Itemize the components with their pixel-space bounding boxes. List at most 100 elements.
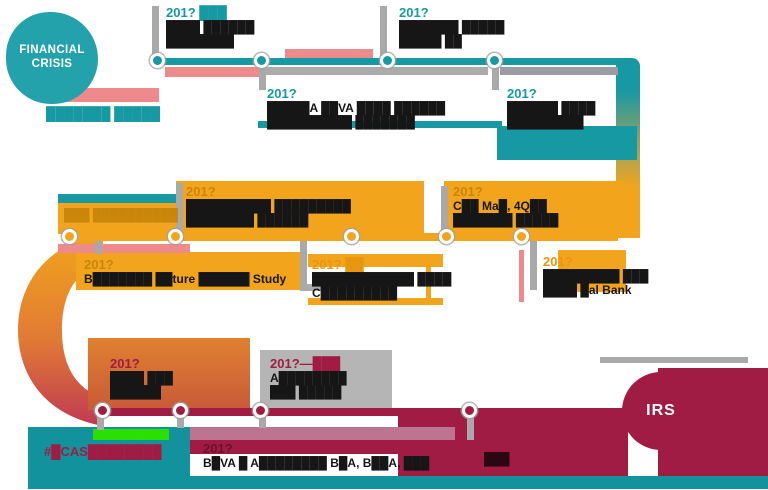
event-block: ███ [484, 452, 510, 466]
event-year: 201? [543, 254, 573, 269]
connector [259, 64, 266, 90]
event-year: 201? [507, 86, 537, 101]
event-title: ██████████ ███████ [267, 115, 415, 129]
event-title: ████ ███ [110, 371, 173, 385]
event-block: 201?—███ A████████ ███ █████ [270, 356, 347, 399]
event-title: █████████ [507, 115, 584, 129]
event-block: 201? ██████████ █████████ ████████ █████… [186, 184, 351, 227]
connector [600, 357, 748, 363]
event-title: ████████ [166, 34, 235, 48]
connector [467, 414, 474, 440]
timeline-dot [150, 53, 165, 68]
timeline-dot [487, 53, 502, 68]
financial-crisis-circle: FINANCIAL CRISIS [6, 12, 98, 104]
mauve-accent-bar [190, 427, 455, 440]
event-year: 201? [267, 86, 297, 101]
irs-circle: IRS [622, 372, 700, 450]
timeline-dot [254, 53, 269, 68]
event-title: ███████ █████ [399, 20, 505, 34]
maroon-accent-bar [190, 440, 455, 454]
event-block: 201? █████████ ███ ████ █al Bank [543, 254, 648, 297]
connector [152, 6, 159, 59]
timeline-dot [173, 403, 188, 418]
event-block: 201? ████ ███ ██████ [110, 356, 173, 399]
timeline-dot [62, 229, 77, 244]
timeline-dot [439, 229, 454, 244]
event-year: 201? [453, 184, 483, 199]
gold-accent-bar [426, 262, 431, 302]
pink-accent-bar [58, 244, 190, 253]
event-title: ████ ██████ [166, 20, 255, 34]
timeline-dot [95, 403, 110, 418]
event-year: 201? [84, 257, 114, 272]
connector [176, 183, 183, 233]
gold-block [176, 181, 424, 233]
pink-accent-bar [64, 88, 159, 102]
event-title: █████ ██ [399, 34, 462, 48]
event-title: █████████ ███ [543, 269, 649, 283]
teal-underline-bar [258, 121, 502, 128]
event-block: 201? ███████ █████ █████ ██ [399, 5, 504, 48]
teal-strip-bottom [28, 476, 768, 489]
connector [259, 414, 266, 428]
event-block: 201? B█VA █ A████████ B█A, B██A, ███ [203, 441, 429, 470]
event-year: 201? [186, 184, 216, 199]
caption-under-circle: ███████ █████ [46, 106, 161, 121]
event-year: 201? [110, 356, 140, 371]
connector [492, 64, 499, 90]
timeline-dot [168, 229, 183, 244]
event-year: 201? ███ [166, 5, 227, 20]
gradient-ribbon-left [18, 234, 103, 426]
event-title: █████A ██VA ████ ██████ [267, 101, 446, 115]
event-block: 201? ███ ████ ██████ ████████ [166, 5, 254, 48]
event-year: 201? ██ [312, 257, 364, 272]
irs-label: IRS [646, 402, 676, 419]
teal-accent-bar [58, 194, 190, 203]
event-title: ████ █al Bank [543, 283, 632, 297]
event-title: ████████████ ████ [312, 272, 452, 286]
event-title: ███ █████ [270, 385, 342, 399]
gray-shadow-bar [500, 67, 618, 75]
gold-block [558, 250, 626, 292]
caption-gold: ███ ██████████ [64, 208, 178, 222]
event-title: ███████ █████ [453, 213, 559, 227]
connector [441, 186, 448, 233]
gray-shadow-bar [263, 67, 488, 75]
teal-block [497, 126, 637, 160]
connector [300, 240, 307, 290]
timeline-row2-line [62, 233, 618, 241]
event-title: B███████ ██ture ██████ Study [84, 272, 287, 286]
event-title: B█VA █ A████████ B█A, B██A, ███ [203, 456, 430, 470]
event-year: 201? [399, 5, 429, 20]
event-block: 201? █████A ██VA ████ ██████ ██████████ … [267, 86, 445, 129]
connector [530, 240, 537, 290]
timeline-dot [253, 403, 268, 418]
timeline-dot [344, 229, 359, 244]
connector [380, 6, 387, 59]
timeline-dot [514, 229, 529, 244]
event-title: ██████ [110, 385, 162, 399]
timeline-row3-line [95, 408, 625, 416]
event-block: 201? C██ Ma█, 4Q██ ███████ █████ [453, 184, 558, 227]
hashtag-caption: #█CAS████████ [44, 444, 162, 459]
connector [95, 240, 102, 254]
timeline-dot [462, 403, 477, 418]
event-title: A████████ [270, 371, 347, 385]
connector [177, 414, 184, 428]
pink-accent-bar [165, 67, 260, 77]
event-title: ████████ ██████ [186, 213, 309, 227]
pink-accent-bar [519, 250, 524, 302]
event-year: 201? [203, 441, 233, 456]
circle-label-line1: FINANCIAL [19, 44, 85, 57]
event-year: 201?—███ [270, 356, 341, 371]
circle-label-line2: CRISIS [31, 58, 73, 70]
event-title: ███ [484, 452, 510, 466]
event-title: C██ Ma█, 4Q██ [453, 199, 547, 213]
gold-block [444, 181, 626, 233]
gray-shadow-bar [300, 284, 390, 291]
connector [97, 414, 104, 430]
pink-accent-bar [285, 49, 373, 58]
gold-block [308, 254, 443, 267]
green-accent-bar [93, 429, 169, 440]
timeline-dot [380, 53, 395, 68]
